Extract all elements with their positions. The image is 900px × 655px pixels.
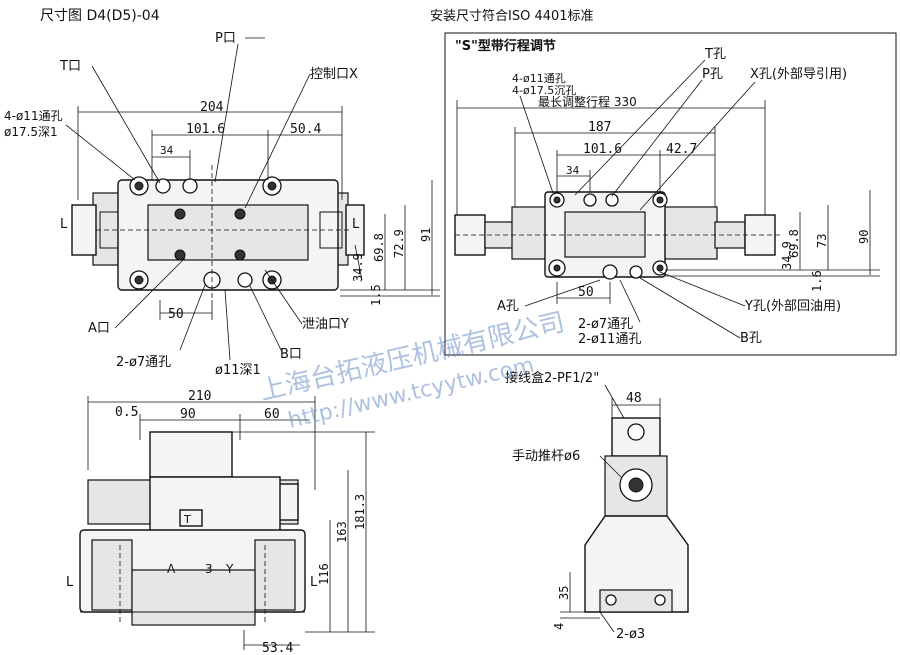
- label-x-hole: X孔(外部导引用): [750, 67, 847, 82]
- dim-42-7: 42.7: [666, 142, 697, 157]
- dim-181-3: 181.3: [353, 494, 367, 530]
- dim-69-8-s: 69.8: [787, 229, 801, 258]
- label-port-t: T口: [59, 59, 81, 74]
- bottom-right-view: 接线盒2-PF1/2" 48 手动推杆ø6 35 4 2-ø3: [505, 370, 689, 642]
- label-p-hole: P孔: [702, 67, 723, 82]
- valve-center-block: [147, 204, 309, 261]
- label-port-b: B口: [280, 347, 302, 362]
- top-left-view: 204 101.6 50.4 34 P口 T口 控制口X 4-ø11通孔 ø17…: [4, 31, 440, 378]
- top-right-view: "S"型带行程调节 T孔 P孔 X孔(外部导引用) 4-ø11通孔 4-ø17.…: [444, 32, 897, 356]
- dim-73: 73: [815, 234, 829, 248]
- dim-1-6: 1.6: [810, 270, 824, 292]
- dim-48: 48: [626, 391, 642, 406]
- dim-34: 34: [160, 144, 174, 157]
- label-b-hole: B孔: [740, 331, 762, 346]
- junction-box: [149, 431, 233, 478]
- dim-60: 60: [264, 407, 280, 422]
- dim-34-9-s: 34.9: [780, 241, 794, 270]
- port-t-hole: [155, 178, 171, 194]
- s-type-frame: [444, 32, 897, 356]
- mark-3: 3: [205, 562, 213, 576]
- label-holes-11-s: 2-ø11通孔: [578, 332, 641, 347]
- dim-116: 116: [317, 563, 331, 585]
- s-type-title: "S"型带行程调节: [455, 38, 556, 54]
- left-coil-cap: [71, 204, 97, 256]
- dim-1-5: 1.5: [369, 284, 383, 306]
- label-t-hole: T孔: [704, 47, 726, 62]
- label-holes-3: 2-ø3: [616, 627, 645, 642]
- side-l-right-b: L: [310, 575, 318, 590]
- coil-housing: [149, 476, 281, 533]
- dim-204: 204: [200, 100, 224, 115]
- bottom-left-view: 210 0.5 90 60 T A 3 Y L L 116 163 181.3: [66, 389, 375, 655]
- label-holes-b-s: 4-ø17.5沉孔: [512, 84, 576, 97]
- nameplate: [179, 509, 203, 527]
- dim-50: 50: [168, 307, 184, 322]
- dim-34-s: 34: [566, 164, 580, 177]
- mark-y: Y: [225, 562, 234, 576]
- port-b-hole: [237, 272, 253, 288]
- dim-90: 90: [857, 230, 871, 244]
- port-p-hole: [182, 178, 198, 194]
- label-hole-11: ø11深1: [215, 363, 261, 378]
- dim-0-5: 0.5: [115, 405, 138, 420]
- dim-210: 210: [188, 389, 211, 404]
- dim-90-b: 90: [180, 407, 196, 422]
- label-y-hole: Y孔(外部回油用): [744, 299, 841, 314]
- dim-50-s: 50: [578, 285, 594, 300]
- mark-a: A: [167, 562, 176, 576]
- dim-35: 35: [557, 586, 571, 600]
- label-junction: 接线盒2-PF1/2": [505, 370, 599, 386]
- label-ctrl-x: 控制口X: [310, 67, 358, 82]
- label-holes-a: 4-ø11通孔: [4, 109, 63, 123]
- standard-note: 安装尺寸符合ISO 4401标准: [430, 8, 594, 24]
- dim-72-9: 72.9: [392, 229, 406, 258]
- dim-34-9: 34.9: [351, 253, 365, 282]
- label-holes-7-s: 2-ø7通孔: [578, 317, 633, 332]
- dim-53-4: 53.4: [262, 641, 293, 655]
- dim-69-8: 69.8: [372, 233, 386, 262]
- svg-text:T: T: [183, 513, 191, 526]
- label-port-a: A口: [88, 321, 110, 336]
- label-manual: 手动推杆ø6: [512, 449, 580, 464]
- main-title: 尺寸图 D4(D5)-04: [40, 8, 160, 24]
- dim-4: 4: [552, 623, 566, 630]
- side-l-left-b: L: [66, 575, 74, 590]
- dim-91: 91: [419, 228, 433, 242]
- dim-101-6-s: 101.6: [583, 142, 622, 157]
- dim-187: 187: [588, 120, 611, 135]
- dim-101-6: 101.6: [186, 122, 225, 137]
- side-l-right: L: [352, 217, 360, 232]
- label-a-hole: A孔: [497, 299, 519, 314]
- max-stroke: 最长调整行程 330: [538, 94, 637, 109]
- label-holes-7: 2-ø7通孔: [116, 355, 171, 370]
- label-holes-a-s: 4-ø11通孔: [512, 72, 566, 85]
- dim-50-4: 50.4: [290, 122, 321, 137]
- label-drain-y: 泄油口Y: [302, 317, 349, 332]
- side-l-left: L: [60, 217, 68, 232]
- subplate: [131, 569, 256, 626]
- dim-163: 163: [335, 521, 349, 543]
- label-port-p: P口: [215, 31, 236, 46]
- label-holes-b: ø17.5深1: [4, 125, 58, 139]
